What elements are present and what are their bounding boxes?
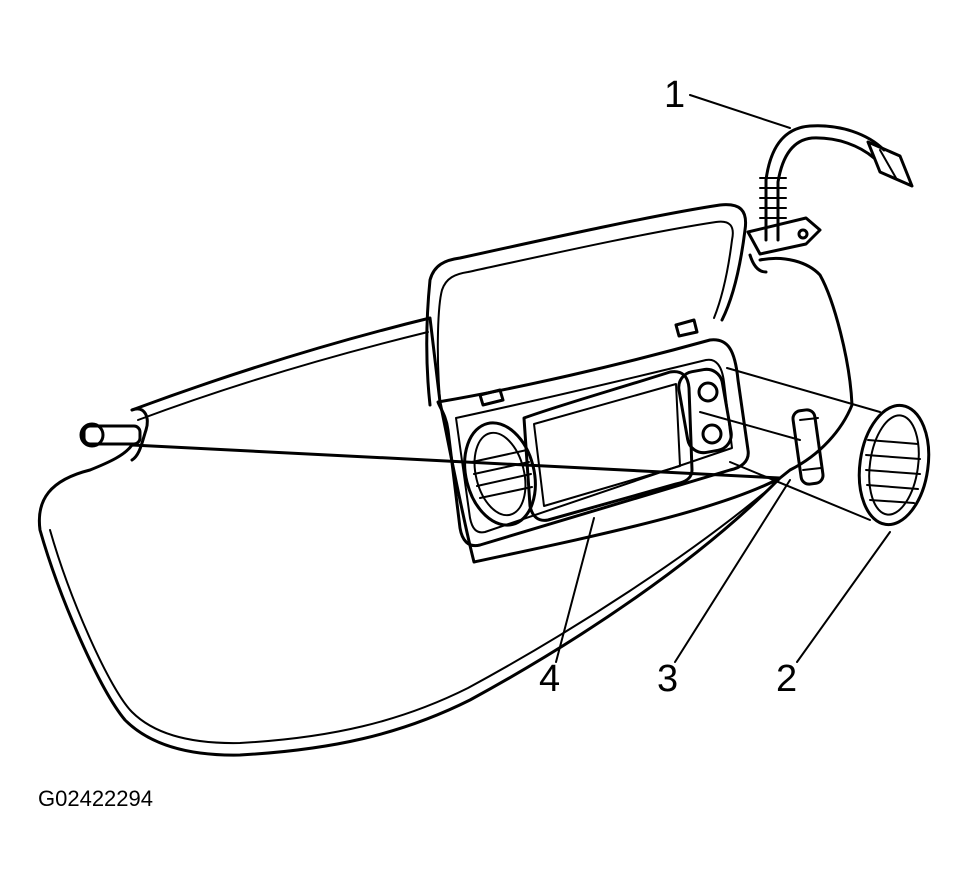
left-lamp-lens <box>463 421 537 527</box>
explode-lines <box>699 367 881 521</box>
wire-harness <box>746 124 914 274</box>
sun-visor-inner-edge <box>49 331 771 745</box>
lamp-lens <box>857 403 931 527</box>
callout-3: 3 <box>657 658 679 700</box>
leader-3 <box>674 479 791 663</box>
mirror-frame-inner <box>455 358 733 534</box>
leader-2 <box>796 531 891 663</box>
mirror-door <box>425 203 748 407</box>
visor-rod-pivot <box>79 407 149 462</box>
callout-1: 1 <box>664 74 686 116</box>
mirror-frame <box>436 338 750 548</box>
lamp-socket <box>677 367 733 455</box>
figure-id: G02422294 <box>38 786 153 811</box>
leader-lines <box>555 94 891 663</box>
mirror-door-inner <box>436 220 734 401</box>
leader-4 <box>555 517 595 663</box>
mirror-glass-inner <box>533 383 681 507</box>
sun-visor-body <box>37 256 854 757</box>
leader-1 <box>689 94 791 129</box>
callout-2: 2 <box>776 658 798 700</box>
callout-4: 4 <box>539 658 561 700</box>
bulb <box>791 408 825 486</box>
door-hinge-right <box>674 318 699 338</box>
mirror-glass <box>522 370 694 522</box>
